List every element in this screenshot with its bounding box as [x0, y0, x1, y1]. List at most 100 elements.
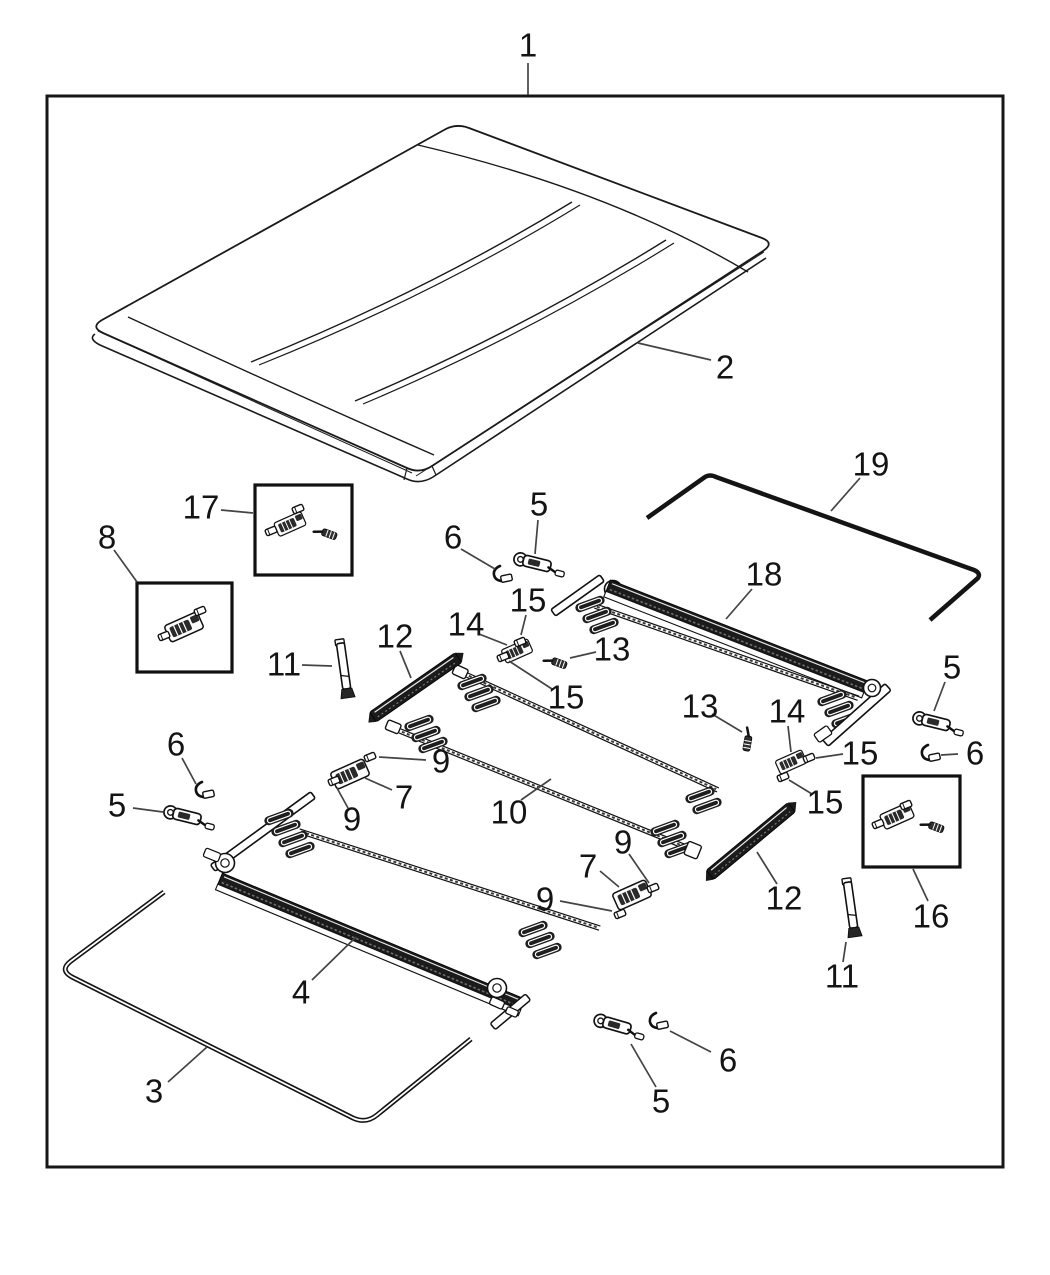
part-clip-9-a — [363, 751, 377, 763]
callout-clip-15-a: 15 — [510, 582, 547, 619]
part-clamp-7-a — [329, 757, 371, 791]
callout-rear-frame: 18 — [746, 556, 783, 593]
leader-frame4 — [311, 936, 357, 981]
part-prop-rod-left — [332, 637, 356, 700]
leader-rod11right — [842, 941, 847, 963]
part-clamp-14-b — [774, 748, 808, 776]
callout-assembly: 1 — [519, 27, 537, 64]
hardware-kit-box-17 — [253, 483, 354, 577]
part-screw-13-b — [741, 726, 755, 753]
callout-clip-9-b: 9 — [343, 801, 361, 838]
callout-latch-top: 5 — [530, 486, 548, 523]
part-latch-bottom — [591, 1011, 648, 1042]
callout-clip-15-b: 15 — [548, 679, 585, 716]
part-rear-seal — [645, 473, 982, 622]
callout-side-rail-right: 12 — [766, 880, 803, 917]
leader-hook-right — [940, 753, 959, 756]
part-front-frame — [202, 791, 601, 1030]
callout-clip-9-a: 9 — [432, 743, 450, 780]
part-side-rail-right — [705, 802, 797, 882]
leader-clamp14a — [478, 633, 508, 646]
part-clamp-7-b — [611, 878, 653, 912]
leader-lines — [113, 63, 959, 1088]
callout-clamp-7-a: 7 — [395, 779, 413, 816]
leader-clip9d — [559, 900, 613, 912]
callout-cover-panel: 2 — [716, 349, 734, 386]
part-screw-13-a — [542, 653, 569, 671]
callout-clip-9-c: 9 — [614, 824, 632, 861]
callout-clamp-14-b: 14 — [769, 693, 806, 730]
leader-bow10 — [520, 778, 552, 801]
leader-clamp14b — [787, 725, 792, 753]
part-latch-right — [910, 709, 967, 738]
leader-clip15b — [508, 660, 553, 690]
hardware-kit-box-8 — [135, 581, 234, 674]
part-clip-9-c — [646, 882, 660, 894]
part-cover-panel — [91, 125, 770, 483]
leader-rail12right — [756, 851, 778, 885]
callout-front-seal: 3 — [145, 1073, 163, 1110]
leader-screw13b — [711, 713, 743, 733]
part-hook-top — [492, 564, 514, 584]
callout-kit-8: 8 — [98, 519, 116, 556]
leader-clip9c — [628, 853, 650, 884]
leader-clamp7b — [599, 870, 620, 888]
callout-center-bow: 10 — [491, 794, 528, 831]
part-clip-9-d — [613, 908, 627, 920]
callout-rear-seal: 19 — [853, 446, 890, 483]
callout-clamp-14-a: 14 — [448, 606, 485, 643]
part-latch-left — [161, 803, 218, 832]
leader-latch-bottom — [630, 1043, 657, 1088]
part-latch-top — [511, 550, 568, 579]
callout-latch-left: 5 — [108, 787, 126, 824]
callout-kit-17: 17 — [183, 489, 220, 526]
part-side-rail-left — [368, 652, 464, 723]
part-hook-right — [920, 743, 942, 763]
assembly-border-box — [45, 94, 1005, 1169]
callout-hook-bottom: 6 — [719, 1042, 737, 1079]
part-prop-rod-right — [839, 876, 863, 939]
part-hook-left — [194, 780, 216, 800]
callout-kit-16: 16 — [913, 898, 950, 935]
callout-latch-bottom: 5 — [652, 1083, 670, 1120]
callout-labels: 1 2 17 8 19 5 6 18 15 14 13 12 11 15 13 … — [98, 27, 984, 1120]
callout-hook-right: 6 — [966, 735, 984, 772]
part-hook-bottom — [648, 1011, 670, 1031]
callout-clip-9-d: 9 — [536, 881, 554, 918]
leader-latch-left — [132, 807, 164, 813]
part-rear-frame — [550, 574, 891, 747]
leader-latch-top — [534, 519, 539, 555]
part-front-seal — [62, 889, 473, 1123]
callout-hook-top: 6 — [444, 519, 462, 556]
callout-clamp-7-b: 7 — [579, 848, 597, 885]
leader-hook-bottom — [669, 1030, 712, 1053]
leader-screw13a — [569, 651, 597, 659]
leader-rail12left — [399, 650, 412, 679]
callout-clip-15-c: 15 — [842, 735, 879, 772]
leader-clip9b — [336, 787, 349, 809]
leader-seal19 — [830, 477, 861, 512]
part-clip-15-d — [776, 771, 790, 783]
part-clip-15-c — [802, 752, 816, 764]
callout-prop-rod-right: 11 — [825, 958, 859, 995]
leader-clip15d — [788, 779, 813, 795]
leader-latch-right — [933, 681, 946, 712]
leader-kit16 — [912, 868, 929, 902]
leader-seal3 — [167, 1046, 208, 1083]
callout-latch-right: 5 — [943, 649, 961, 686]
leader-frame18 — [725, 588, 753, 620]
part-center-bow — [384, 664, 724, 861]
leader-kit17 — [220, 509, 254, 514]
leader-cover — [637, 342, 712, 361]
hardware-kit-box-16 — [861, 774, 962, 869]
leader-clip15c — [815, 753, 844, 759]
callout-side-rail-left: 12 — [377, 618, 414, 655]
callout-prop-rod-left: 11 — [267, 646, 301, 683]
callout-screw-13-a: 13 — [594, 631, 631, 668]
leader-clamp7a — [364, 777, 393, 791]
leader-clip9a — [378, 756, 427, 761]
callout-hook-left: 6 — [167, 726, 185, 763]
callout-screw-13-b: 13 — [682, 688, 719, 725]
